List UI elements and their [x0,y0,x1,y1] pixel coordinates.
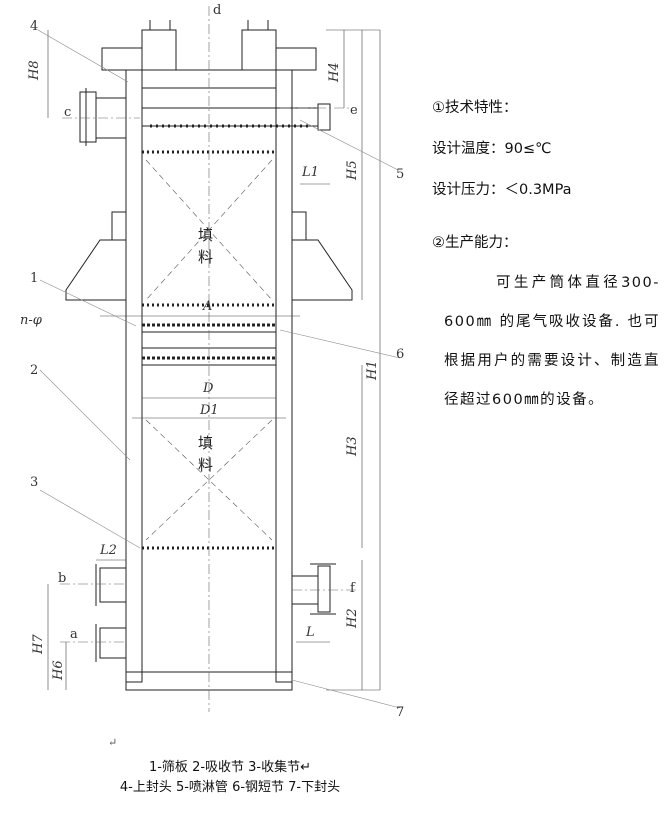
callout-7: 7 [396,705,404,720]
packing-label-lower-2: 料 [198,456,213,474]
dim-D: D [202,381,214,396]
dimension-lines [47,29,381,691]
caption-line-1: 1-筛板 2-吸收节 3-收集节↵ [148,760,312,775]
packing-label-lower-1: 填 [198,434,213,452]
bottom-nozzles [95,563,336,662]
callout-1: 1 [30,271,38,286]
dim-H6: H6 [51,660,66,681]
caption-line-2: 4-上封头 5-喷淋管 6-钢短节 7-下封头 [119,780,341,795]
dim-D1: D1 [199,403,219,418]
capacity-title: ②生产能力： [432,235,518,251]
dim-H2: H2 [345,608,360,629]
packing-label-upper-1: 填 [198,226,213,244]
callout-6: 6 [396,347,404,362]
callout-4: 4 [30,19,38,34]
absorption-tower-drawing: 填 料 填 料 [20,3,404,720]
spray-pipe [141,103,331,131]
design-pressure: 设计压力：＜0.3MPa [432,182,572,198]
design-temperature: 设计温度：90≤℃ [432,141,552,157]
paragraph-mark: ↵ [108,736,118,749]
figure-caption: 1-筛板 2-吸收节 3-收集节↵ 4-上封头 5-喷淋管 6-钢短节 7-下封… [80,758,380,798]
callout-5: 5 [396,167,404,182]
dim-A: A [202,299,212,314]
support-lugs [65,211,353,301]
label-f: f [350,581,356,596]
label-b: b [58,571,66,586]
label-n-phi: n-φ [20,313,43,328]
leader-lines [37,29,401,709]
label-d: d [213,3,221,18]
label-a: a [70,627,78,642]
dim-H4: H4 [327,62,342,83]
label-e: e [350,103,358,118]
center-lines [60,6,358,712]
dim-H3: H3 [345,436,360,457]
label-c: c [64,105,71,120]
dim-H1: H1 [365,360,380,381]
dim-L1: L1 [301,165,319,180]
callout-3: 3 [30,475,38,490]
dim-H7: H7 [31,634,46,655]
tech-title: ①技术特性： [432,100,518,116]
drawing-labels: d c e b a f H8 H4 H5 H1 H3 H2 H7 H6 L1 L… [20,3,404,720]
inlet-nozzle-c [79,88,127,146]
capacity-text: 可生产筒体直径300-600㎜ 的尾气吸收设备. 也可根据用户的需要设计、制造直… [444,275,660,408]
dim-L: L [305,625,315,640]
dim-L2: L2 [99,543,117,558]
packing-label-upper-2: 料 [198,248,213,266]
dim-H8: H8 [27,60,42,81]
spec-panel: ①技术特性： 设计温度：90≤℃ 设计压力：＜0.3MPa ②生产能力： 可生产… [432,88,660,420]
dim-H5: H5 [345,160,360,181]
callout-2: 2 [30,363,38,378]
